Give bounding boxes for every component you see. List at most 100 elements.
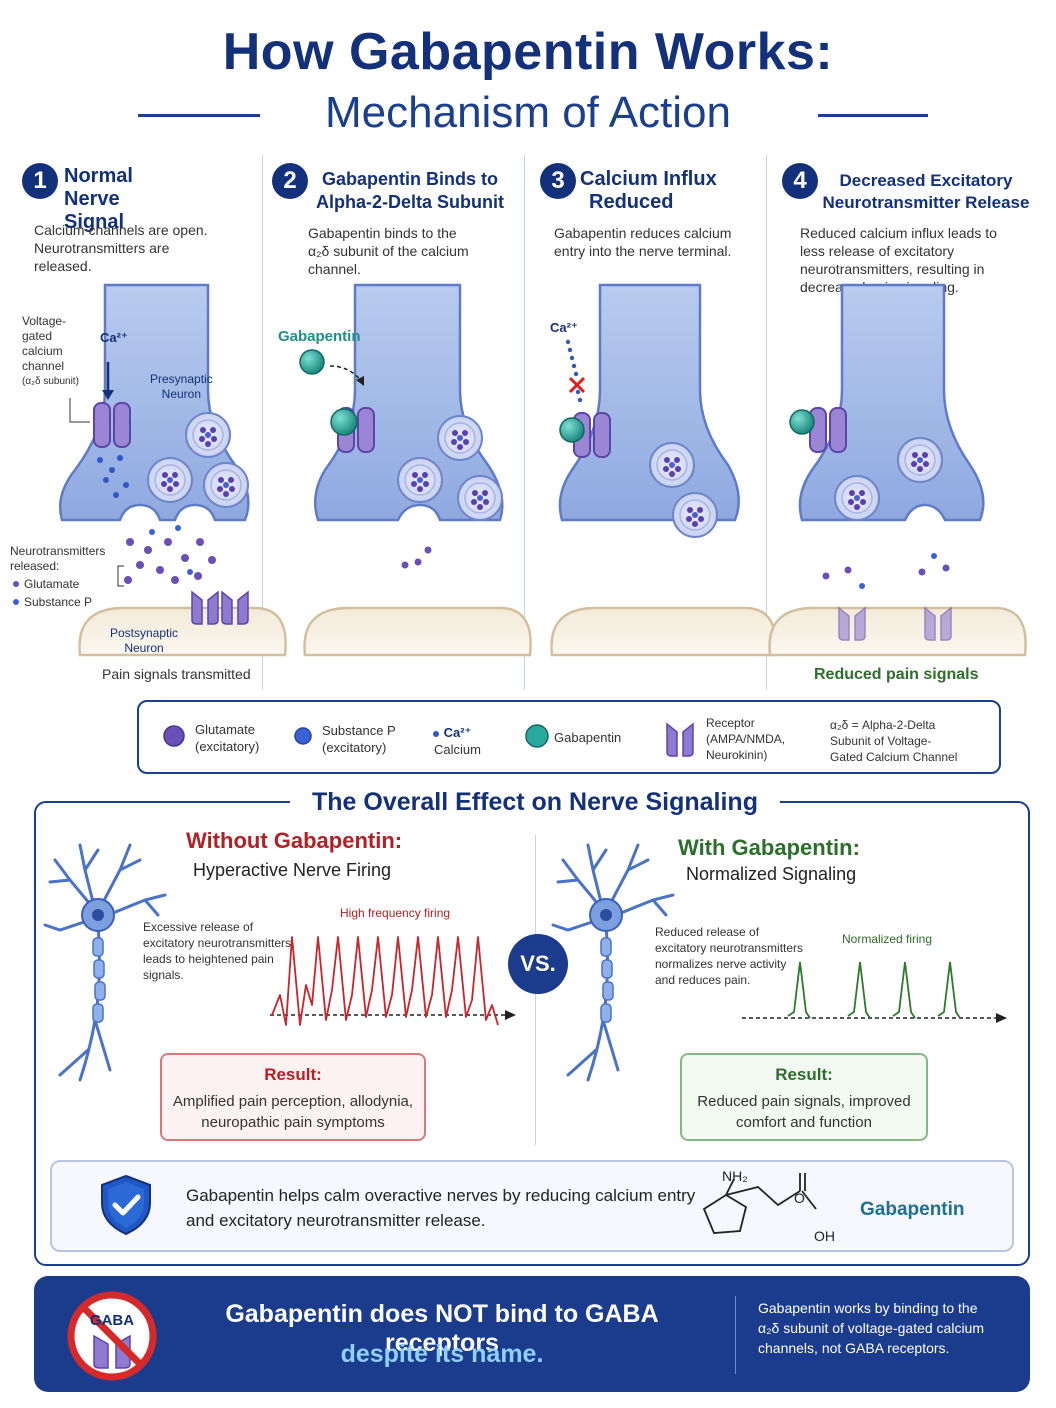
molecule-oh: OH (814, 1228, 835, 1244)
glutamate-label: Glutamate (24, 577, 80, 591)
legend-a2d-line: α₂δ = Alpha-2-Delta (830, 718, 936, 732)
step-3-title-line1: Calcium Influx (580, 168, 717, 190)
summary-line: Gabapentin helps calm overactive nerves … (186, 1186, 696, 1205)
title-rule-right (818, 114, 928, 117)
step-divider (262, 155, 263, 690)
with-result-box: Result: Reduced pain signals, improved c… (680, 1053, 928, 1141)
presynaptic-label-line: Neuron (161, 387, 202, 401)
legend-a2d: α₂δ = Alpha-2-Delta Subunit of Voltage- … (830, 717, 957, 765)
gaba-badge-text: GABA (89, 1312, 135, 1329)
banner-note-line: channels, not GABA receptors. (758, 1340, 950, 1356)
legend-receptor-line: Receptor (706, 716, 755, 730)
gabapentin-molecule-icon (702, 1173, 817, 1234)
step-4-desc-line: less release of excitatory (800, 243, 955, 259)
step-1-desc-line: released. (34, 258, 92, 274)
legend-icons (163, 722, 694, 757)
legend-gabapentin: Gabapentin (554, 730, 622, 745)
summary-line: and excitatory neurotransmitter release. (186, 1211, 486, 1230)
high-frequency-label: High frequency firing (340, 906, 451, 920)
banner-note: Gabapentin works by binding to the α₂δ s… (758, 1298, 984, 1358)
legend-a2d-line: Subunit of Voltage- (830, 734, 932, 748)
shield-icon (101, 1174, 151, 1236)
substance-p-icon (294, 727, 312, 745)
neuron-icon-left (43, 843, 167, 1082)
postsynaptic-label: Postsynaptic Neuron (110, 626, 178, 656)
step-1-desc-line: Neurotransmitters are (34, 240, 170, 256)
molecule-name: Gabapentin (860, 1199, 965, 1220)
step-2-title: Gabapentin Binds to Alpha-2-Delta Subuni… (310, 168, 510, 214)
without-title: Without Gabapentin: (186, 828, 403, 853)
without-desc-line: excitatory neurotransmitters (143, 936, 292, 950)
step-1-title: Normal Nerve Signal (64, 165, 164, 234)
step-4-title-line1: Decreased Excitatory (839, 171, 1013, 190)
banner-note-line: Gabapentin works by binding to the (758, 1300, 978, 1316)
channel-label-line: gated (22, 329, 53, 343)
channel-label-line: Voltage- (22, 314, 67, 328)
step-4-title-line2: Neurotransmitter Release (822, 193, 1030, 212)
step-4-title: Decreased Excitatory Neurotransmitter Re… (822, 170, 1030, 214)
legend-glutamate: Glutamate (excitatory) (195, 721, 259, 755)
without-desc-line: leads to heightened pain (143, 952, 274, 966)
step-1-title-line2: Nerve Signal (64, 188, 125, 233)
substance-p-label: Substance P (24, 595, 93, 609)
legend-receptor-line: (AMPA/NMDA, (706, 732, 786, 746)
legend-calcium-line: Ca²⁺ (443, 725, 472, 740)
without-desc-line: Excessive release of (143, 920, 254, 934)
step-divider (766, 155, 767, 690)
without-result-box: Result: Amplified pain perception, allod… (160, 1053, 426, 1141)
step-1-number: 1 (22, 163, 58, 199)
with-result-text: Reduced pain signals, improved comfort a… (682, 1091, 926, 1133)
banner-divider (735, 1296, 736, 1374)
without-result-line: neuropathic pain symptoms (201, 1114, 385, 1131)
with-result-line: comfort and function (736, 1114, 872, 1131)
step-1-title-line1: Normal (64, 165, 133, 187)
released-label-line: Neurotransmitters (10, 544, 106, 558)
overall-effect-heading: The Overall Effect on Nerve Signaling (290, 788, 780, 817)
step-3-desc-line: Gabapentin reduces calcium (554, 225, 732, 241)
legend-calcium-line: Calcium (434, 742, 481, 757)
without-result-text: Amplified pain perception, allodynia, ne… (162, 1091, 424, 1133)
with-desc-line: excitatory neurotransmitters (655, 941, 804, 955)
molecule-nh2: NH₂ (722, 1168, 748, 1184)
step-divider (524, 155, 525, 690)
legend-glutamate-line: (excitatory) (195, 739, 260, 754)
released-label: Neurotransmitters released: (10, 544, 105, 574)
page-subtitle: Mechanism of Action (325, 88, 731, 137)
banner-line1: Gabapentin does NOT bind to GABA recepto… (225, 1300, 659, 1357)
presynaptic-label-line: Presynaptic (150, 372, 213, 386)
normalized-firing-label: Normalized firing (842, 932, 933, 946)
step-3-desc-line: entry into the nerve terminal. (554, 243, 732, 259)
step-3-desc: Gabapentin reduces calcium entry into th… (554, 224, 764, 260)
without-result-title: Result: (264, 1065, 322, 1084)
legend-substance-p: Substance P (excitatory) (322, 722, 396, 756)
with-subtitle: Normalized Signaling (686, 864, 857, 884)
synapse-illustrations (13, 283, 1027, 657)
banner-note-line: α₂δ subunit of voltage-gated calcium (758, 1320, 984, 1336)
postsynaptic-label-line: Postsynaptic (110, 626, 179, 640)
glutamate-icon (163, 725, 185, 747)
step-4-desc-line: neurotransmitters, resulting in (800, 261, 985, 277)
without-desc-line: signals. (143, 968, 184, 982)
page-title: How Gabapentin Works: (222, 23, 834, 81)
legend-receptor-line: Neurokinin) (706, 748, 768, 762)
legend-substance-p-line: (excitatory) (322, 740, 387, 755)
without-desc: Excessive release of excitatory neurotra… (143, 919, 291, 983)
step-2-desc: Gabapentin binds to the α₂δ subunit of t… (308, 224, 518, 278)
step-1-desc-line: Calcium channels are open. (34, 222, 208, 238)
receptor-icon (666, 722, 694, 757)
step-2-desc-line: Gabapentin binds to the (308, 225, 457, 241)
step-3-title: Calcium Influx Reduced (580, 168, 730, 214)
title-rule-left (138, 114, 260, 117)
with-result-line: Reduced pain signals, improved (697, 1093, 911, 1110)
with-desc-line: and reduces pain. (655, 973, 751, 987)
high-frequency-trace (270, 936, 516, 1026)
legend (137, 700, 1001, 774)
no-gaba-icon (67, 1291, 157, 1381)
with-desc: Reduced release of excitatory neurotrans… (655, 924, 803, 988)
step-1-desc: Calcium channels are open. Neurotransmit… (34, 221, 254, 275)
with-desc-line: normalizes nerve activity (655, 957, 787, 971)
legend-substance-p-line: Substance P (322, 723, 396, 738)
step-4-desc-line: Reduced calcium influx leads to (800, 225, 997, 241)
legend-glutamate-line: Glutamate (195, 722, 255, 737)
step-2-title-line2: Alpha-2-Delta Subunit (316, 192, 504, 212)
